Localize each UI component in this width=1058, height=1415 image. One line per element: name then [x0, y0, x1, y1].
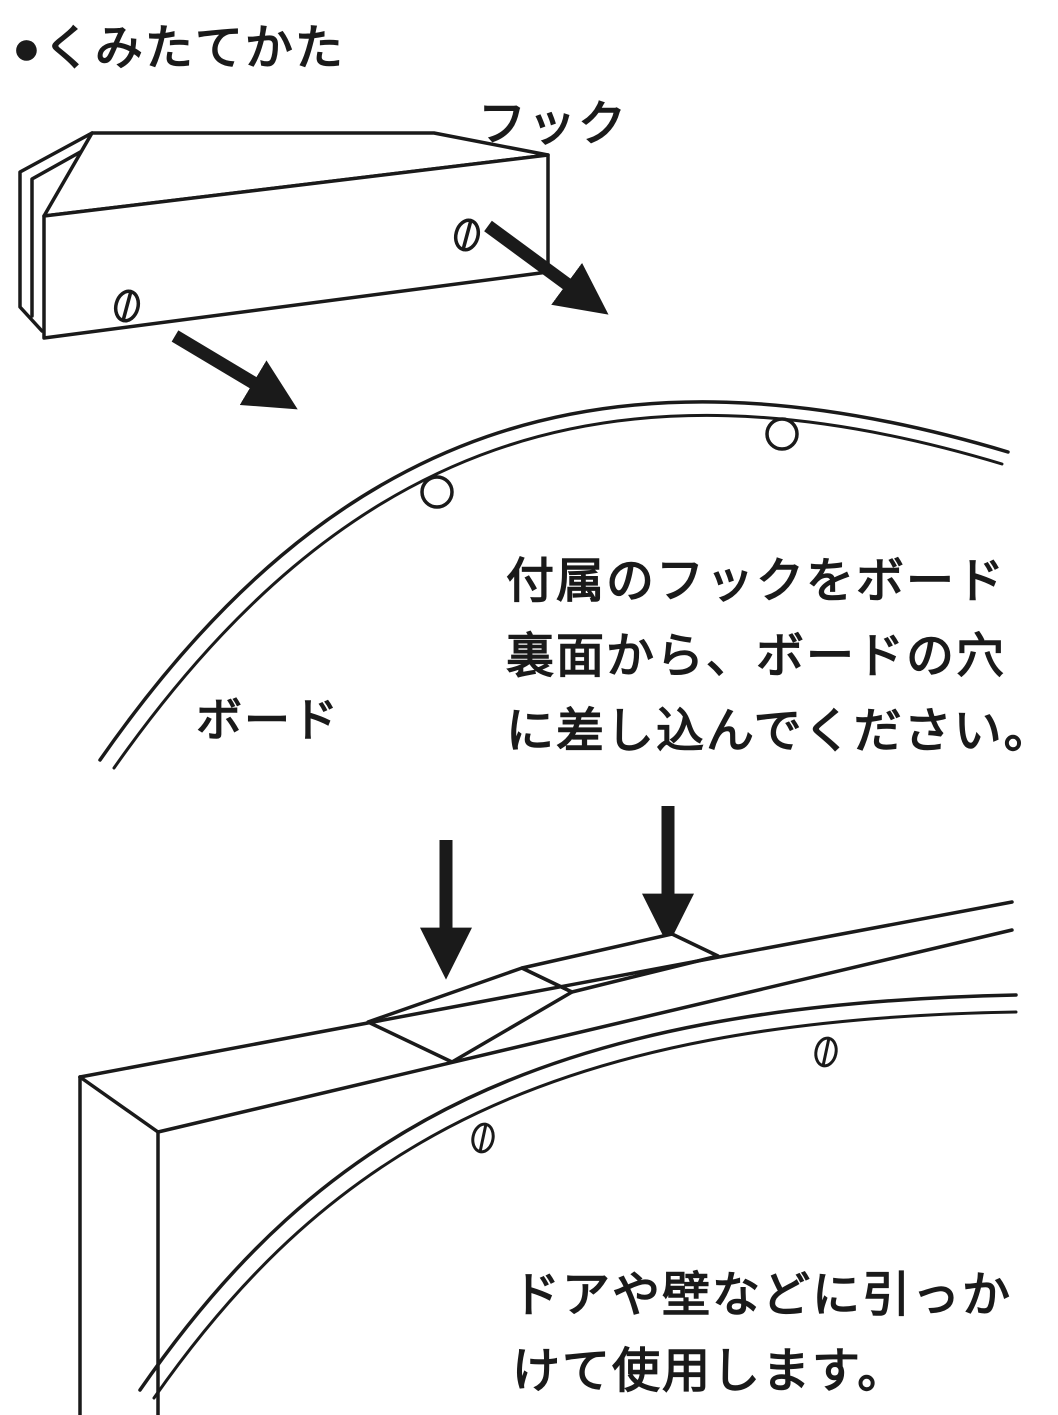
board-hole-right — [765, 417, 799, 451]
board-illustration — [98, 400, 1010, 770]
mounted-board-edge-outer — [138, 993, 1018, 1392]
board-hole-left — [420, 475, 454, 509]
hook-illustration — [18, 131, 550, 340]
mounted-illustration — [78, 900, 1018, 1415]
mounted-screw-slot-right — [814, 1036, 838, 1068]
push-down-arrow-icons — [420, 806, 694, 980]
mounted-hook-left — [366, 966, 574, 1064]
door-top-back-edge — [156, 928, 1014, 1134]
board-edge-outer — [98, 400, 1010, 762]
hook-screw-slot-left — [113, 289, 141, 323]
insert-arrow-left-icon — [171, 330, 298, 410]
board-part-label: ボード — [196, 694, 340, 746]
insert-arrow-right-icon — [484, 220, 609, 315]
mounted-screw-slot-left — [471, 1122, 495, 1154]
hook-part-label: フック — [478, 98, 629, 151]
mounted-board-edge-inner — [152, 1010, 1018, 1400]
board-edge-inner — [112, 413, 1004, 770]
door-top-front-edge — [78, 900, 1014, 1079]
insert-arrow-icons — [171, 220, 609, 410]
instruction-insert-text: 付属のフックをボード 裏面から、ボードの穴 に差し込んでください。 — [506, 555, 1054, 758]
door-edge-face — [80, 1077, 158, 1415]
instruction-use-text: ドアや壁などに引っか けて使用します。 — [512, 1269, 1013, 1398]
hook-flange-inner-line — [30, 139, 102, 318]
door-corner-edge — [78, 1075, 160, 1134]
page-title: ●くみたてかた — [12, 22, 345, 75]
hook-flange-outline — [18, 131, 94, 333]
hook-screw-slot-right — [453, 218, 481, 252]
